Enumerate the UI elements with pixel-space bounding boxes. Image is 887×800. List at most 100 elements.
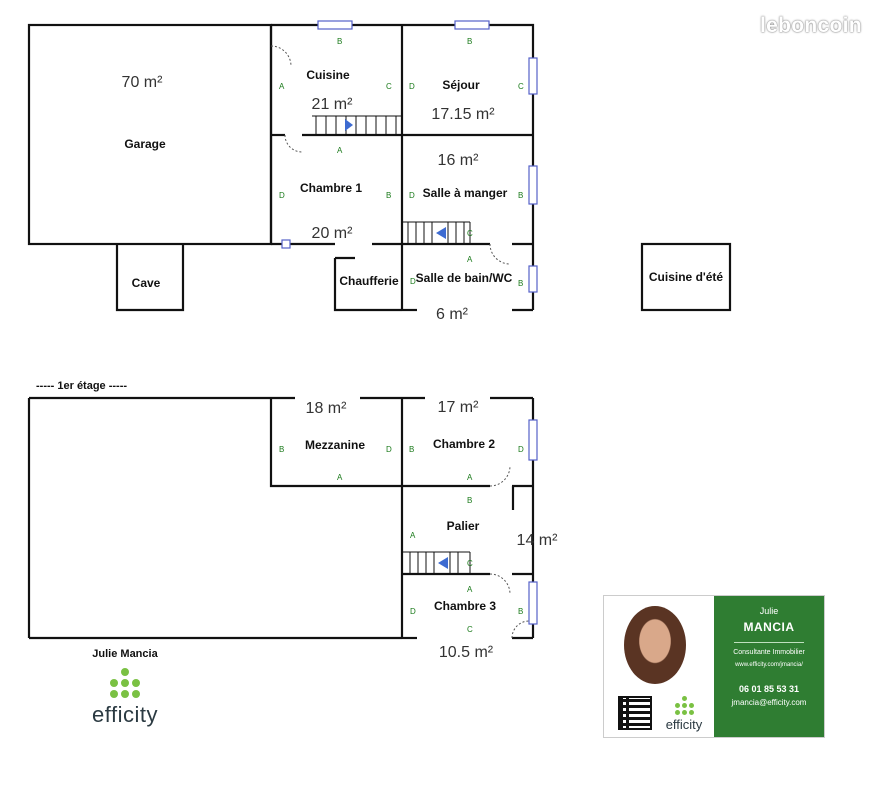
window-chambre2 [528, 419, 538, 461]
mark: D [518, 445, 524, 454]
mark: B [518, 607, 523, 616]
cave-label: Cave [132, 276, 161, 290]
mark: C [467, 559, 473, 568]
leboncoin-watermark: leboncoin [760, 14, 862, 37]
efficity-logo-icon [108, 668, 142, 698]
mezzanine-area: 18 m² [306, 400, 348, 417]
first-floor [27, 396, 538, 640]
garage-walls [27, 23, 273, 246]
door-chambre2 [489, 465, 511, 487]
sejour-label: Séjour [442, 78, 480, 92]
card-photo-side: efficity [604, 596, 714, 737]
mark: A [467, 585, 473, 594]
window-chambre3 [528, 581, 538, 625]
stairs-palier [402, 551, 471, 575]
cuisine-ete-walls [640, 242, 732, 312]
business-card: efficity Julie MANCIA Consultante Immobi… [603, 595, 825, 738]
card-info-panel: Julie MANCIA Consultante Immobilier www.… [714, 596, 824, 737]
window-cuisine [317, 20, 353, 30]
palier-label: Palier [447, 519, 480, 533]
chaufferie-walls [333, 258, 402, 312]
mark: D [409, 82, 415, 91]
window-salle-a-manger [528, 165, 538, 205]
mark: D [279, 191, 285, 200]
cuisine-ete-label: Cuisine d'été [649, 270, 724, 284]
chambre3-label: Chambre 3 [434, 599, 496, 613]
chambre3-area: 10.5 m² [439, 644, 494, 661]
mark: D [410, 277, 416, 286]
cuisine-label: Cuisine [306, 68, 350, 82]
card-phone: 06 01 85 53 31 [738, 684, 800, 694]
avatar [624, 606, 686, 684]
mark: C [467, 625, 473, 634]
door-bath [489, 243, 511, 265]
palier-area: 14 m² [517, 532, 559, 549]
chaufferie-label: Chaufferie [339, 274, 399, 288]
door-chambre1 [284, 134, 303, 153]
mark: A [279, 82, 285, 91]
cave-walls [115, 244, 185, 312]
card-website: www.efficity.com/jmancia/ [735, 662, 803, 668]
mark: D [386, 445, 392, 454]
mark: D [409, 191, 415, 200]
card-brand-wordmark: efficity [665, 717, 703, 732]
window-sejour-side [528, 57, 538, 95]
mark: B [467, 496, 472, 505]
wall-marks-first: B D B D A A B A C A D B C [279, 445, 524, 634]
salle-a-manger-label: Salle à manger [423, 186, 508, 200]
mark: B [409, 445, 414, 454]
mark: B [386, 191, 391, 200]
mark: D [410, 607, 416, 616]
window-chambre1 [281, 239, 291, 249]
mark: A [467, 255, 473, 264]
door-chambre3 [489, 573, 511, 595]
wall-marks-ground: B B A C D C A D B D B C A D B [279, 37, 524, 288]
mark: A [337, 146, 343, 155]
mark: B [279, 445, 284, 454]
chambre1-area: 20 m² [312, 225, 354, 242]
agent-name: Julie Mancia [92, 648, 158, 660]
window-bath [528, 265, 538, 293]
ground-floor [27, 20, 732, 312]
mark: B [467, 37, 472, 46]
agent-brand: Julie Mancia efficity [70, 648, 180, 728]
window-sejour [454, 20, 490, 30]
mark: B [518, 191, 523, 200]
mezzanine-label: Mezzanine [305, 438, 365, 452]
garage-label: Garage [124, 137, 166, 151]
chambre2-label: Chambre 2 [433, 437, 495, 451]
card-first-name: Julie [759, 606, 779, 616]
card-email: jmancia@efficity.com [731, 698, 807, 707]
brand-wordmark: efficity [92, 702, 158, 727]
mark: B [518, 279, 523, 288]
first-floor-label: ----- 1er étage ----- [36, 380, 127, 392]
chambre2-area: 17 m² [438, 399, 480, 416]
efficity-logo-icon [673, 696, 695, 715]
house-outer-walls [271, 23, 535, 310]
card-last-name: MANCIA [743, 620, 795, 634]
mark: A [337, 473, 343, 482]
mark: C [386, 82, 392, 91]
door-chambre3-b [511, 620, 530, 639]
card-divider [734, 642, 804, 643]
mark: C [518, 82, 524, 91]
mark: A [410, 531, 416, 540]
salle-a-manger-area: 16 m² [438, 152, 480, 169]
card-title: Consultante Immobilier [733, 649, 805, 656]
mark: B [337, 37, 342, 46]
chambre1-label: Chambre 1 [300, 181, 362, 195]
sejour-area: 17.15 m² [431, 106, 495, 123]
mark: A [467, 473, 473, 482]
door-cuisine [270, 45, 292, 67]
garage-area: 70 m² [122, 74, 164, 91]
cuisine-area: 21 m² [312, 96, 354, 113]
stairs-salle-a-manger [402, 221, 471, 245]
salle-de-bain-area: 6 m² [436, 306, 469, 323]
card-brand: efficity [658, 696, 710, 732]
mark: C [467, 229, 473, 238]
salle-de-bain-label: Salle de bain/WC [416, 271, 513, 285]
qr-code-icon [618, 696, 652, 730]
mezzanine-walls [269, 398, 490, 488]
stairs-cuisine [312, 115, 402, 136]
